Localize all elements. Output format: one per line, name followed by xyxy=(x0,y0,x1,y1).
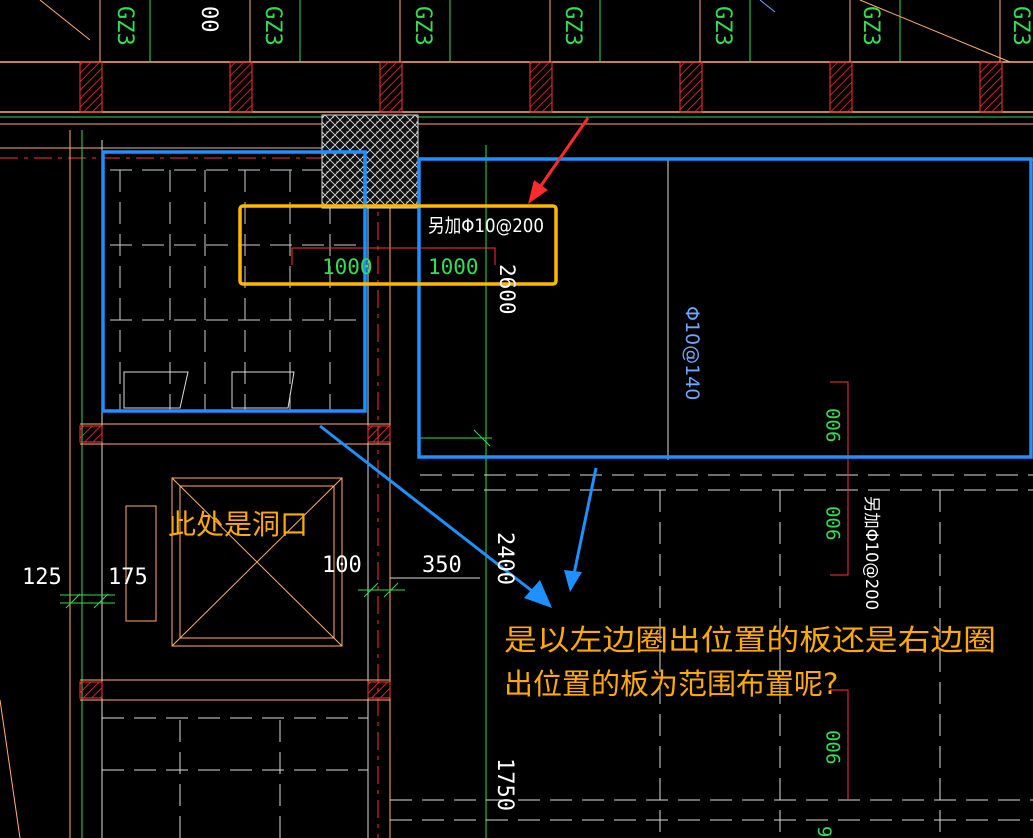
dim-900: 900 xyxy=(823,408,845,442)
dim-900: 900 xyxy=(823,506,845,540)
column-gz3 xyxy=(529,61,553,113)
right-structure xyxy=(390,145,1033,838)
header-label: GZ3 xyxy=(410,6,435,46)
header-label: 00 xyxy=(196,6,221,33)
header-label: GZ3 xyxy=(260,6,285,46)
question-line-1: 是以左边圈出位置的板还是右边圈 xyxy=(504,623,996,657)
column-gz3 xyxy=(979,61,1003,113)
dim-2400: 2400 xyxy=(492,532,517,585)
rebar-highlight-box[interactable] xyxy=(238,204,558,286)
dim-350: 350 xyxy=(422,553,462,578)
header-label: GZ3 xyxy=(560,6,585,46)
left-slab-grid xyxy=(110,169,360,410)
rebar-marks xyxy=(291,247,849,800)
concrete-column xyxy=(321,114,419,209)
left-beams xyxy=(79,423,391,838)
extra-rebar-label: 另加Φ10@200 xyxy=(428,215,544,237)
blue-arrow-left xyxy=(319,424,552,608)
dim-1750: 1750 xyxy=(492,758,517,811)
left-walls xyxy=(0,120,400,838)
right-extra-rebar-label: 另加Φ10@200 xyxy=(861,496,881,610)
opening-note: 此处是洞口 xyxy=(168,508,308,541)
right-highlight-box[interactable] xyxy=(417,157,1033,459)
dim-175: 175 xyxy=(108,565,148,590)
header-label: GZ3 xyxy=(1008,6,1033,46)
rebar-length-right: 1000 xyxy=(428,255,479,279)
top-grid-lines xyxy=(39,0,1011,63)
blue-arrow-right xyxy=(564,467,598,592)
opening-symbol xyxy=(125,477,343,647)
red-arrow xyxy=(528,117,590,204)
span-dimension-2600: 2600 xyxy=(495,264,519,315)
column-gz3 xyxy=(79,61,103,113)
main-rebar-label: Φ10@140 xyxy=(681,306,703,400)
dim-900: 900 xyxy=(823,730,845,764)
rebar-length-left: 1000 xyxy=(322,255,373,279)
question-line-2: 出位置的板为范围布置呢? xyxy=(504,667,838,701)
column-gz3 xyxy=(829,61,853,113)
header-label: GZ3 xyxy=(112,6,137,46)
dim-9: 9 xyxy=(813,826,835,837)
top-wall-band xyxy=(0,61,1033,125)
dimension-ticks xyxy=(60,429,492,609)
header-label: GZ3 xyxy=(710,6,735,46)
dim-100: 100 xyxy=(322,553,362,578)
header-label: GZ3 xyxy=(858,6,883,46)
column-gz3 xyxy=(229,61,253,113)
column-gz3 xyxy=(679,61,703,113)
column-gz3 xyxy=(379,61,403,113)
left-highlight-box[interactable] xyxy=(101,150,367,413)
header-labels: GZ3 00 GZ3 GZ3 GZ3 GZ3 GZ3 GZ3 xyxy=(112,6,1033,46)
left-slab-notches xyxy=(123,371,295,409)
dim-125: 125 xyxy=(22,565,62,590)
